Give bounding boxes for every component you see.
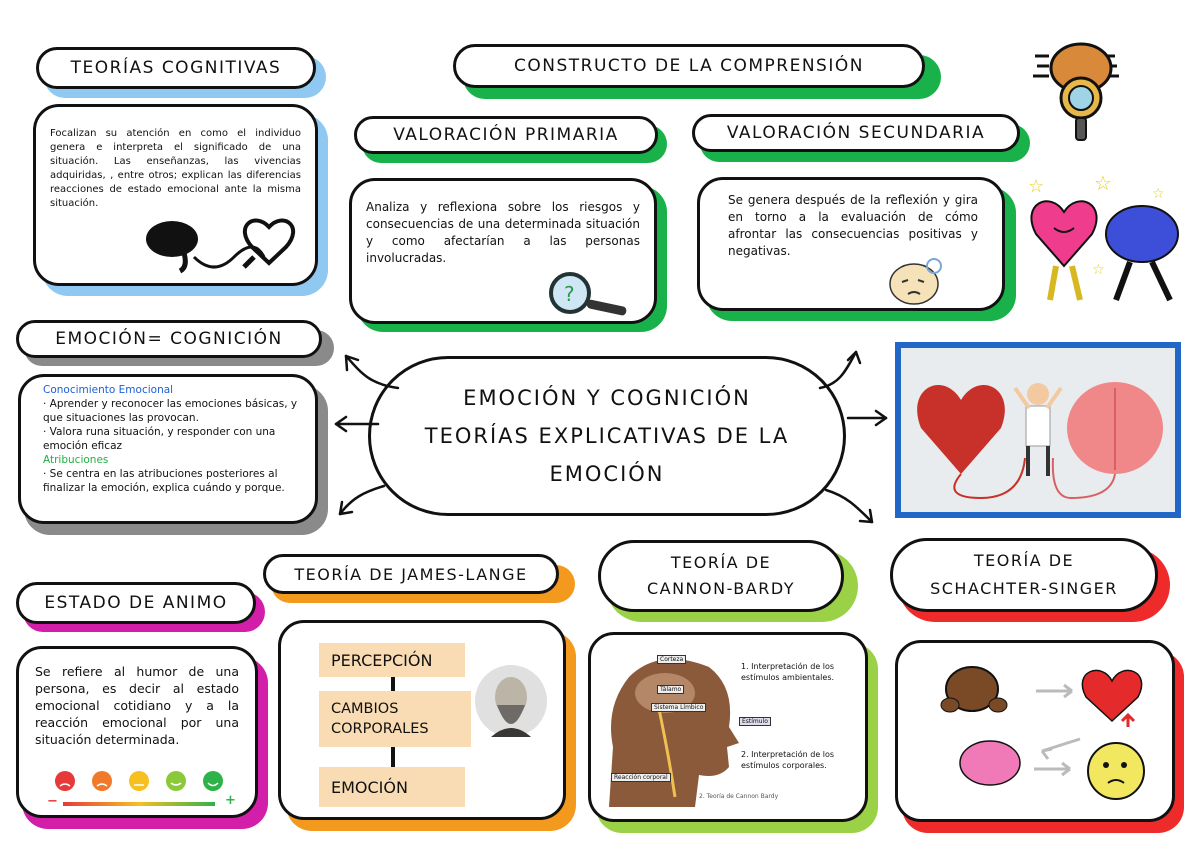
svg-text:☆: ☆ <box>1092 262 1105 278</box>
label-limbico: Sistema Límbico <box>651 703 707 712</box>
svg-text:☆: ☆ <box>1152 186 1165 202</box>
svg-text:?: ? <box>564 282 575 306</box>
schachter-card <box>895 640 1175 822</box>
schachter-diagram-icon <box>940 666 1145 800</box>
atribuciones-item: · Se centra en las atribuciones posterio… <box>43 468 285 494</box>
thinking-face-icon <box>889 258 942 305</box>
estado-animo-title-text: ESTADO DE ANIMO <box>44 593 228 613</box>
estado-animo-text: Se refiere al humor de una persona, es d… <box>35 664 239 747</box>
constructo-title-text: CONSTRUCTO DE LA COMPRENSIÓN <box>514 56 864 76</box>
svg-text:☆: ☆ <box>1094 171 1112 195</box>
center-line-2: TEORÍAS EXPLICATIVAS DE LA <box>424 424 790 448</box>
cannon-bardy-title-line1: TEORÍA DE <box>670 553 772 572</box>
svg-text:☆: ☆ <box>1028 176 1044 197</box>
emocion-cognicion-title-text: EMOCIÓN= COGNICIÓN <box>55 329 283 349</box>
label-reaccion: Reacción corporal <box>611 773 671 782</box>
emocion-cognicion-card: Conocimiento Emocional · Aprender y reco… <box>18 374 318 524</box>
james-lange-title-text: TEORÍA DE JAMES-LANGE <box>294 564 528 584</box>
valoracion-primaria-title: VALORACIÓN PRIMARIA <box>354 116 658 154</box>
estado-animo-title: ESTADO DE ANIMO <box>16 582 256 624</box>
james-lange-title: TEORÍA DE JAMES-LANGE <box>263 554 559 594</box>
portrait-icon <box>475 665 547 737</box>
valoracion-primaria-title-text: VALORACIÓN PRIMARIA <box>393 125 619 145</box>
cannon-bardy-card: Corteza Tálamo Sistema Límbico Estímulo … <box>588 632 868 822</box>
teorias-cognitivas-text: Focalizan su atención en como el individ… <box>50 128 301 209</box>
teorias-cognitivas-card: Focalizan su atención en como el individ… <box>33 104 318 286</box>
valoracion-secundaria-title-text: VALORACIÓN SECUNDARIA <box>726 123 986 143</box>
brain-heart-icon <box>146 218 295 274</box>
mood-faces-icon <box>55 771 223 806</box>
emocion-cognicion-title: EMOCIÓN= COGNICIÓN <box>16 320 322 358</box>
center-topic: EMOCIÓN Y COGNICIÓN TEORÍAS EXPLICATIVAS… <box>368 356 846 516</box>
step-percepcion-text: PERCEPCIÓN <box>331 650 433 670</box>
conocimiento-emocional-heading: Conocimiento Emocional <box>43 384 174 396</box>
conocimiento-item-2: · Valora runa situación, y responder con… <box>43 426 276 452</box>
step-percepcion: PERCEPCIÓN <box>319 643 465 677</box>
atribuciones-heading: Atribuciones <box>43 454 109 466</box>
cannon-note-2: 2. Interpretación de los estímulos corpo… <box>741 750 835 770</box>
brain-magnifier-icon <box>1033 42 1119 141</box>
magnifier-question-icon: ? <box>549 272 627 316</box>
step-cambios-text: CAMBIOS CORPORALES <box>331 701 429 737</box>
valoracion-secundaria-text: Se genera después de la reflexión y gira… <box>728 193 978 258</box>
mood-scale: − + <box>45 769 236 809</box>
conocimiento-item-1: · Aprender y reconocer las emociones bás… <box>43 398 298 424</box>
label-talamo: Tálamo <box>657 685 685 694</box>
valoracion-secundaria-title: VALORACIÓN SECUNDARIA <box>692 114 1020 152</box>
step-cambios: CAMBIOS CORPORALES <box>319 691 471 747</box>
estado-animo-card: Se refiere al humor de una persona, es d… <box>16 646 258 818</box>
step-emocion: EMOCIÓN <box>319 767 465 807</box>
cannon-note-1: 1. Interpretación de los estímulos ambie… <box>741 662 835 682</box>
heart-brain-person-image <box>895 342 1181 518</box>
cannon-bardy-title: TEORÍA DE CANNON-BARDY <box>598 540 844 612</box>
center-line-3: EMOCIÓN <box>549 462 665 486</box>
teorias-cognitivas-title: TEORÍAS COGNITIVAS <box>36 47 316 89</box>
arrow-to-schachter <box>824 488 874 524</box>
cannon-caption: 2. Teoría de Cannon Bardy <box>699 793 779 800</box>
constructo-title: CONSTRUCTO DE LA COMPRENSIÓN <box>453 44 925 88</box>
schachter-title: TEORÍA DE SCHACHTER-SINGER <box>890 538 1158 612</box>
scale-minus: − <box>47 794 58 809</box>
scale-plus: + <box>225 793 236 808</box>
james-lange-card: PERCEPCIÓN CAMBIOS CORPORALES EMOCIÓN <box>278 620 566 820</box>
head-diagram-icon <box>609 659 739 807</box>
schachter-title-line1: TEORÍA DE <box>973 551 1075 570</box>
valoracion-primaria-card: Analiza y reflexiona sobre los riesgos y… <box>349 178 657 324</box>
valoracion-primaria-text: Analiza y reflexiona sobre los riesgos y… <box>366 200 640 265</box>
heart-brain-person-icon <box>917 382 1163 500</box>
step-emocion-text: EMOCIÓN <box>331 777 408 797</box>
label-estimulo: Estímulo <box>739 717 771 726</box>
schachter-title-line2: SCHACHTER-SINGER <box>930 579 1118 598</box>
heart-brain-characters-icon: ☆ ☆ ☆ ☆ <box>1028 171 1179 302</box>
center-line-1: EMOCIÓN Y COGNICIÓN <box>463 386 751 410</box>
arrow-to-james-lange <box>338 484 386 516</box>
cannon-bardy-title-line2: CANNON-BARDY <box>646 579 796 598</box>
teorias-cognitivas-title-text: TEORÍAS COGNITIVAS <box>70 58 282 78</box>
valoracion-secundaria-card: Se genera después de la reflexión y gira… <box>697 177 1005 311</box>
label-corteza: Corteza <box>657 655 687 664</box>
